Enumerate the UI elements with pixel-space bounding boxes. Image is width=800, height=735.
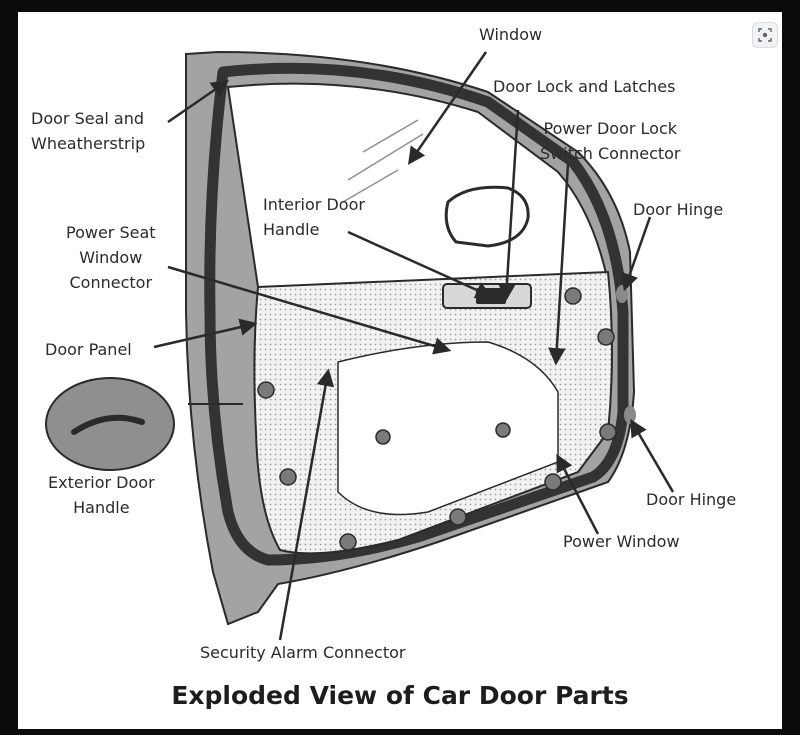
label-window: Window: [479, 25, 543, 44]
leader-power-seat: [167, 265, 452, 355]
hinge-bottom: [624, 406, 636, 424]
label-door-lock: Door Lock and Latches: [493, 77, 676, 96]
car-door-diagram: [45, 50, 675, 641]
diagram-title: Exploded View of Car Door Parts: [171, 681, 629, 710]
leader-security-alarm: [278, 368, 335, 641]
label-security-alarm: Security Alarm Connector: [200, 643, 406, 662]
label-power-window: Power Window: [563, 532, 680, 551]
label-door-seal: Door Seal and Wheatherstrip: [31, 109, 146, 153]
leader-hinge-top: [621, 216, 652, 292]
leader-power-window: [556, 453, 600, 535]
side-mirror: [444, 185, 530, 248]
label-power-seat: Power Seat Window Connector: [66, 223, 156, 292]
label-door-panel: Door Panel: [45, 340, 132, 359]
window-frame: [226, 82, 610, 289]
leader-interior-handle: [347, 230, 494, 299]
leader-door-lock: [498, 109, 520, 302]
exterior-handle-inset: [45, 377, 175, 471]
leader-door-seal: [167, 80, 229, 124]
leader-window: [408, 51, 488, 165]
leader-power-door-lock: [548, 163, 570, 366]
door-seal: [204, 62, 629, 566]
label-door-hinge-top: Door Hinge: [633, 200, 724, 219]
label-door-hinge-bottom: Door Hinge: [646, 490, 737, 509]
visual-search-icon: [758, 28, 772, 42]
panel-cutout: [337, 341, 559, 516]
visual-search-button[interactable]: [752, 22, 778, 48]
label-power-door-lock: Power Door Lock Switch Connector: [540, 119, 681, 163]
label-exterior-handle: Exterior Door Handle: [48, 473, 155, 517]
leader-door-panel: [153, 318, 258, 349]
leader-hinge-bottom: [630, 418, 675, 493]
diagram-panel: Window Door Lock and Latches Power Door …: [18, 12, 782, 729]
label-interior-handle: Interior Door Handle: [263, 195, 365, 239]
bolts: [257, 287, 617, 551]
